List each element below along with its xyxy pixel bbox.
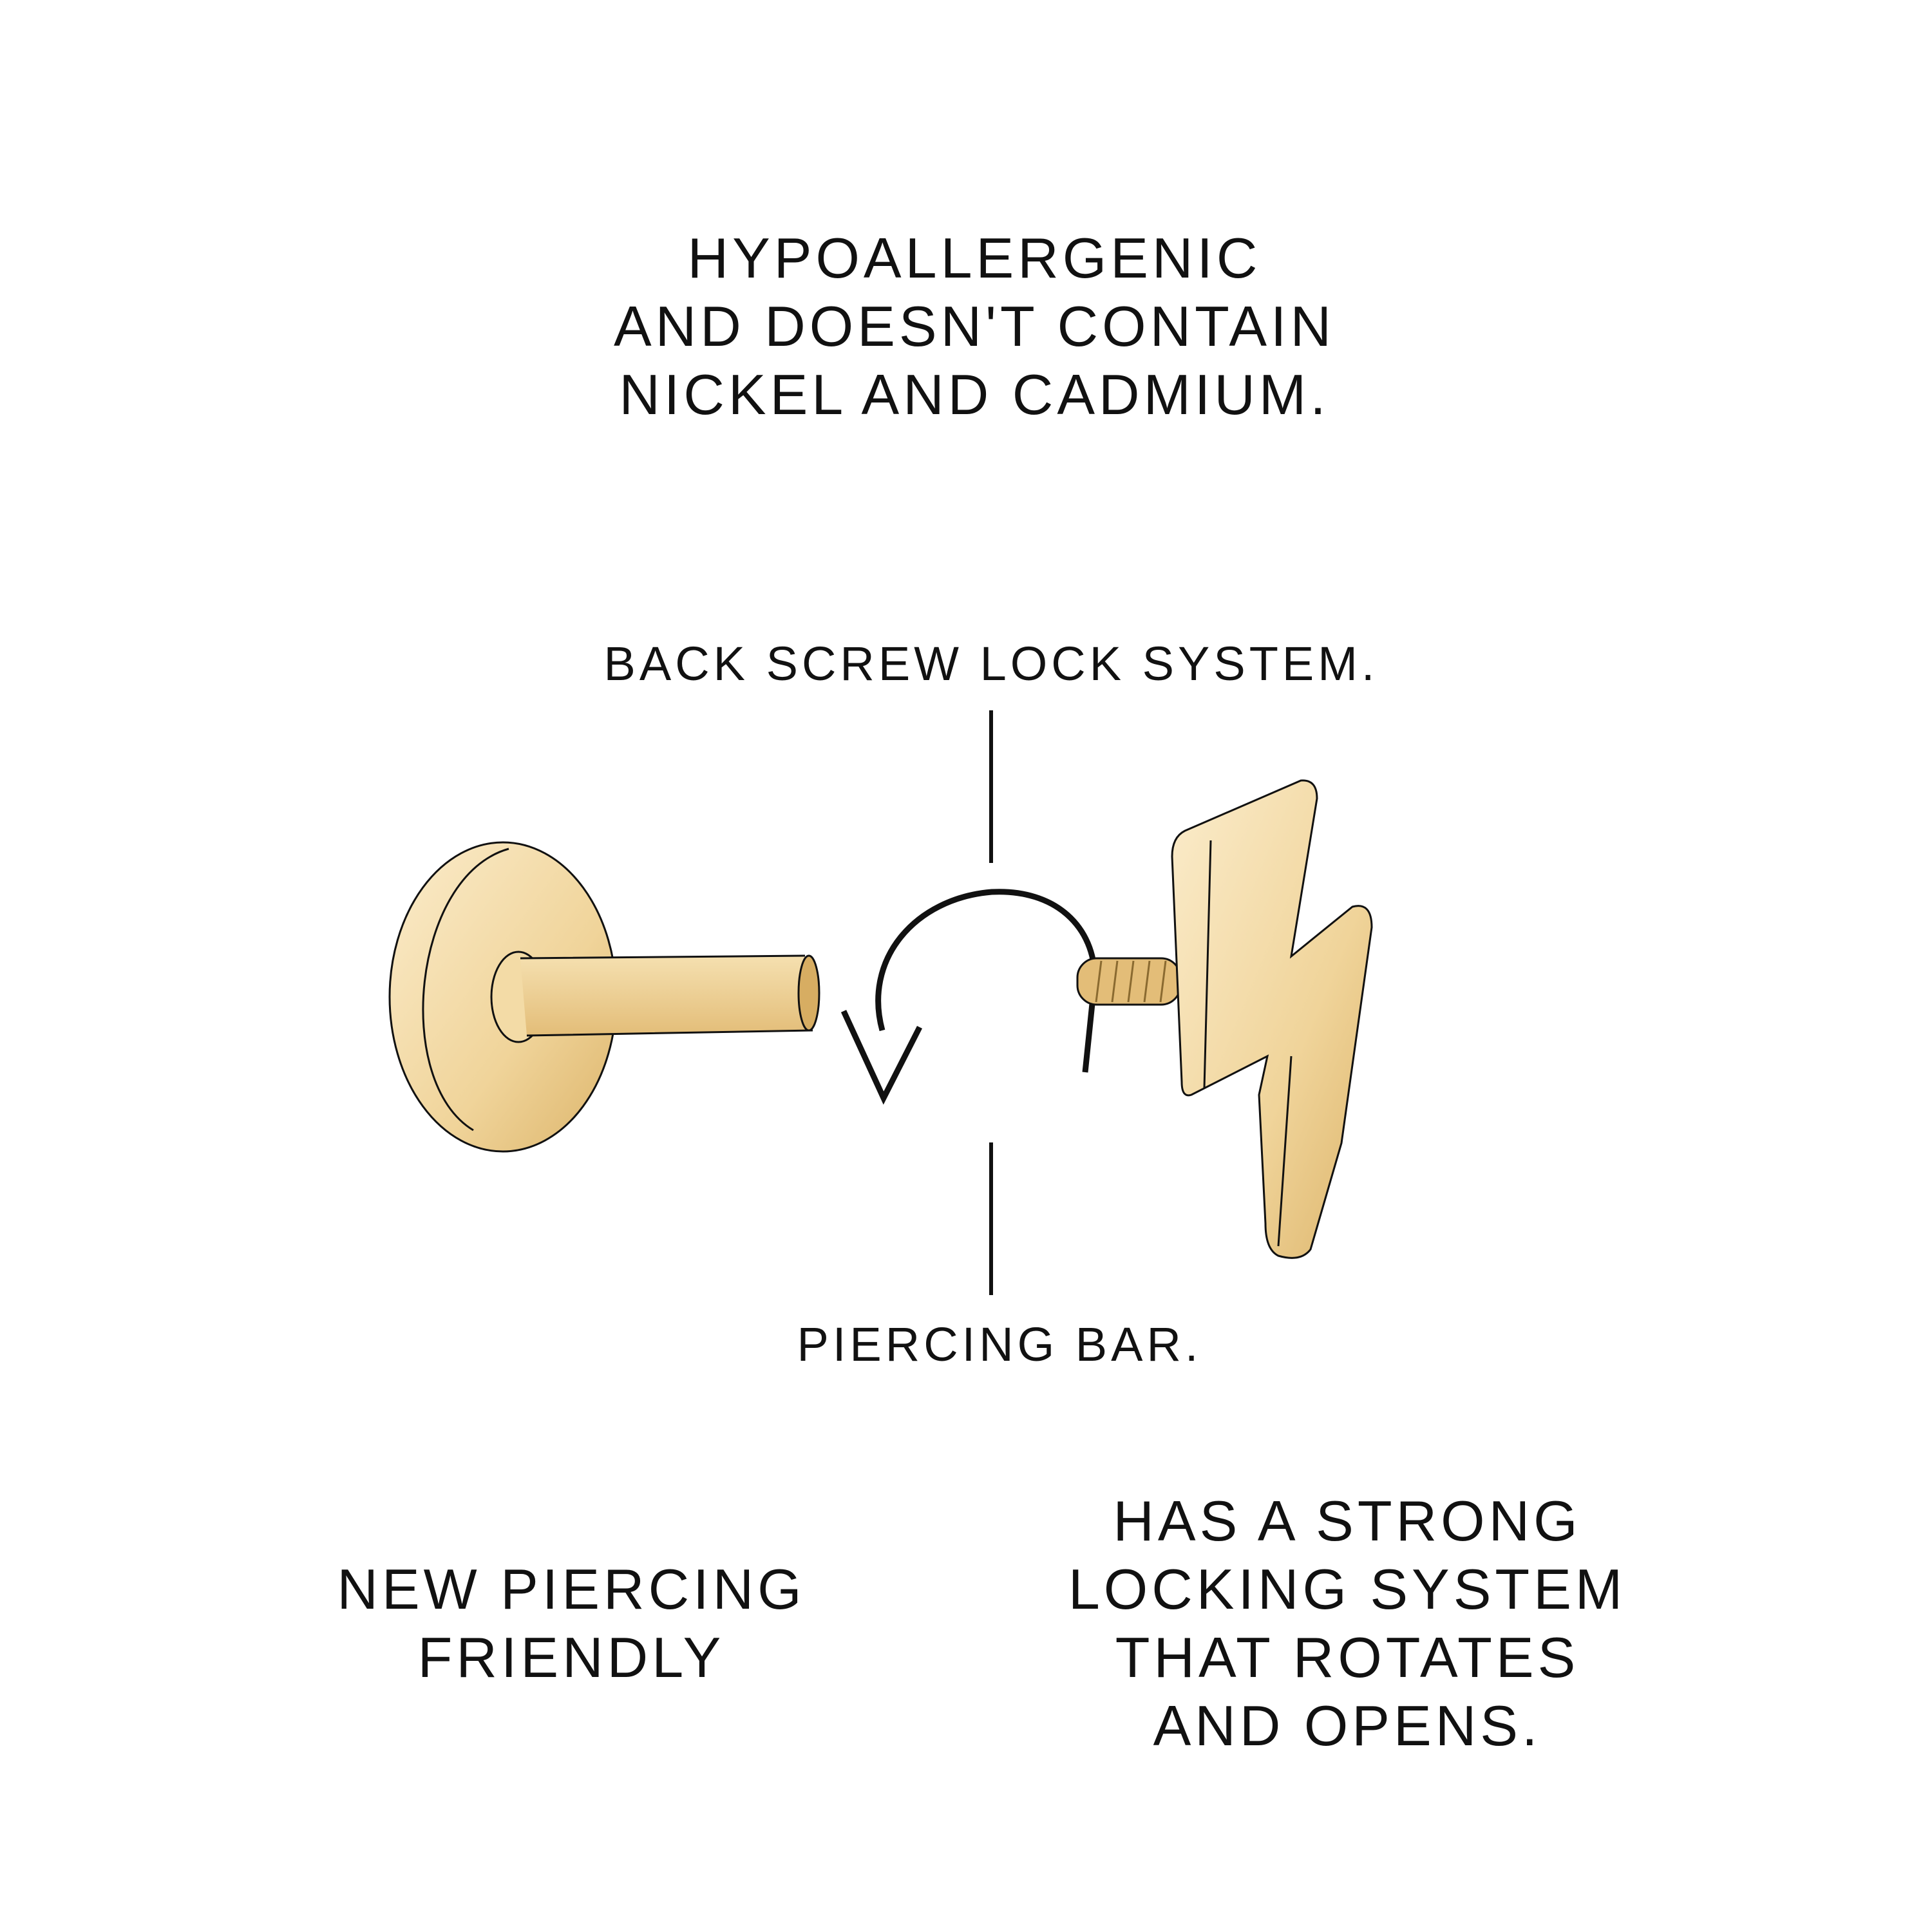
note-line: AND OPENS. (1153, 1694, 1542, 1757)
lightning-bolt-stud (1171, 779, 1373, 1259)
note-line: LOCKING SYSTEM (1068, 1557, 1627, 1621)
back-screw-label: BACK SCREW LOCK SYSTEM. (603, 637, 1379, 690)
piercing-bar-post (520, 954, 820, 1037)
rotate-arrow-icon (840, 889, 1098, 1105)
note-line: NICKEL AND CADMIUM. (619, 363, 1330, 426)
locking-system-note: HAS A STRONG LOCKING SYSTEM THAT ROTATES… (1068, 1487, 1626, 1760)
new-piercing-note: NEW PIERCING FRIENDLY (337, 1555, 805, 1692)
hypoallergenic-note: HYPOALLERGENIC AND DOESN'T CONTAIN NICKE… (614, 224, 1335, 429)
note-line: AND DOESN'T CONTAIN (613, 294, 1336, 358)
note-line: HAS A STRONG (1113, 1489, 1582, 1553)
note-line: THAT ROTATES (1115, 1625, 1580, 1689)
piercing-bar-label: PIERCING BAR. (797, 1318, 1202, 1371)
screw-thread (1076, 957, 1182, 1006)
note-line: FRIENDLY (417, 1625, 725, 1689)
note-line: HYPOALLERGENIC (687, 226, 1262, 290)
note-line: NEW PIERCING (337, 1557, 806, 1621)
